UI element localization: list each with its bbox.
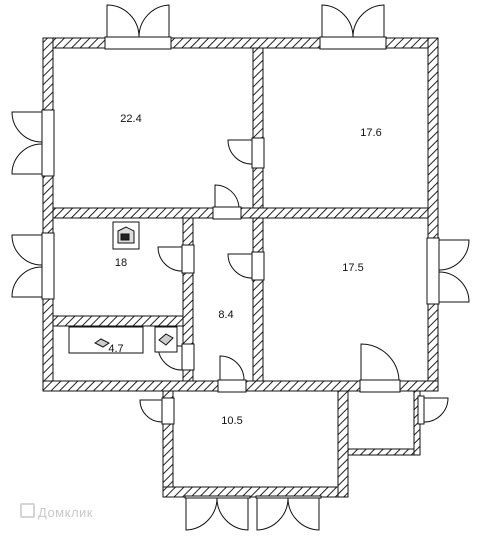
door-gap-small-room [181, 343, 195, 371]
sash-lu-1 [11, 111, 43, 143]
sash-r-1 [438, 239, 470, 271]
sash-ll-2 [11, 266, 43, 298]
stove-door [120, 233, 130, 241]
door-gap-porch [359, 379, 401, 393]
windows [41, 36, 440, 499]
sash-br-2 [287, 497, 320, 531]
walls [42, 37, 439, 498]
door-swing-center-lower [227, 253, 253, 279]
sash-tr-2 [352, 4, 385, 38]
door-swing-center-upper [227, 139, 253, 165]
door-swing-hall-top [214, 184, 240, 208]
room-label-top-left: 22.4 [120, 113, 141, 125]
watermark-text: Домклик [38, 505, 93, 520]
sash-bl-1 [185, 497, 218, 531]
fixtures [68, 221, 178, 354]
watermark-logo-icon [20, 503, 35, 518]
window-right [426, 237, 440, 305]
window-bottom-left [184, 495, 251, 499]
window-left-upper [41, 109, 55, 177]
door-swing-porch [360, 343, 400, 381]
door-swing-hall-bottom [219, 355, 245, 381]
wall-left [42, 37, 54, 392]
door-gap-ext-left [161, 397, 175, 425]
door-swing-ext-left [139, 399, 163, 423]
sash-lu-2 [11, 143, 43, 175]
wall-right [427, 37, 439, 392]
sash-bl-2 [216, 497, 249, 531]
bench-icon [68, 326, 144, 354]
room-labels: 22.4 17.6 18 4.7 8.4 17.5 10.5 [108, 113, 381, 427]
room-label-bottom: 10.5 [221, 415, 242, 427]
door-gap-center-lower [251, 251, 265, 281]
sash-br-1 [256, 497, 289, 531]
sash-r-2 [438, 271, 470, 303]
door-gap-hall-left [181, 244, 195, 274]
wall-porch-bottom [347, 448, 421, 456]
bench-item [94, 338, 110, 348]
window-sashes [11, 4, 470, 531]
door-swing-hall-left [157, 246, 183, 272]
window-top-left [104, 36, 172, 50]
door-swing-porch-right [423, 397, 449, 423]
door-gap-hall-bottom [217, 379, 247, 393]
room-label-middle-right: 17.5 [342, 262, 363, 274]
wall-ext-right [337, 390, 349, 498]
boiler-body [158, 333, 174, 346]
sash-tl-1 [106, 4, 140, 38]
window-left-lower [41, 232, 55, 300]
room-label-top-right: 17.6 [360, 127, 381, 139]
wall-small-room [52, 315, 184, 327]
door-gap-center-upper [251, 137, 265, 169]
sash-tl-2 [138, 4, 170, 38]
room-label-small-left: 4.7 [108, 343, 123, 355]
sash-ll-1 [11, 234, 43, 266]
wall-hall [182, 217, 194, 382]
room-label-hall: 8.4 [218, 309, 233, 321]
door-openings [161, 137, 425, 425]
window-bottom-right [255, 495, 322, 499]
window-top-right [319, 36, 387, 50]
watermark: Домклик [20, 503, 93, 520]
room-label-middle-left: 18 [115, 257, 127, 269]
door-swings [139, 139, 449, 423]
door-gap-porch-right [417, 395, 425, 425]
sash-tr-1 [321, 4, 354, 38]
door-gap-hall-top [212, 206, 242, 220]
